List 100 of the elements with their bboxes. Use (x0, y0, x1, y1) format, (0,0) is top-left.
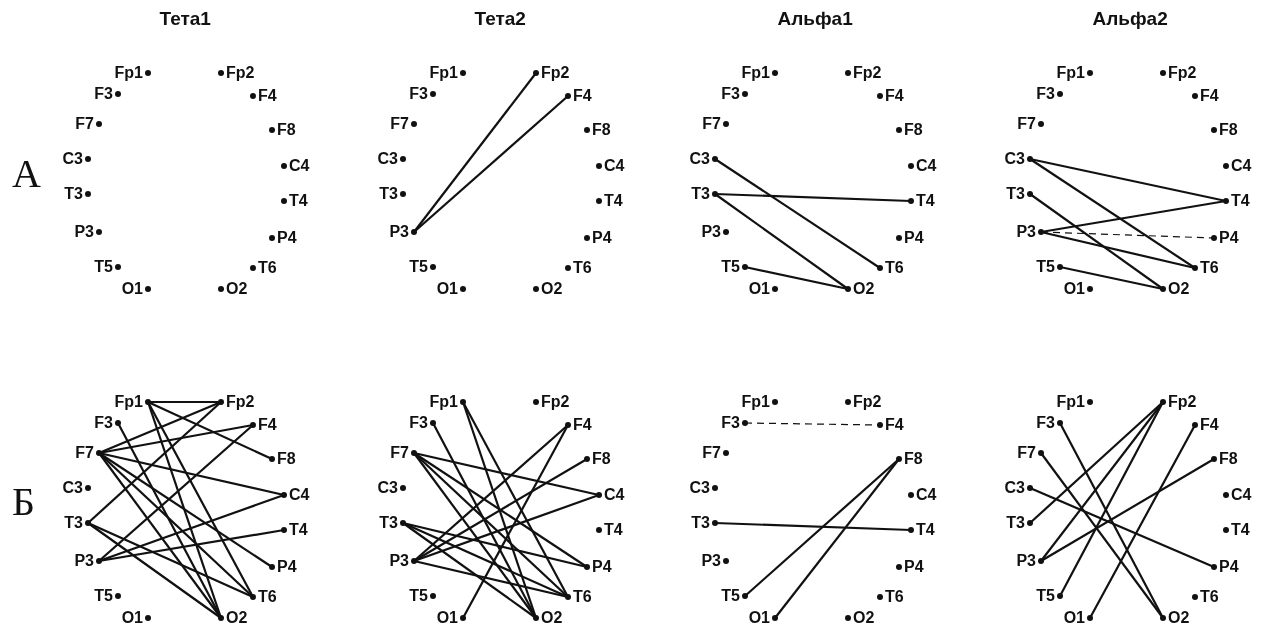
electrode-label: T3 (1006, 185, 1033, 203)
electrode-label: F3 (94, 414, 121, 432)
electrode-label: T3 (64, 514, 91, 532)
electrode-label: Fp2 (1160, 393, 1197, 411)
electrode-label: T5 (409, 587, 436, 605)
electrode-label: T5 (1036, 258, 1063, 276)
electrode-label: C3 (689, 150, 718, 168)
electrode-label: T4 (596, 192, 623, 210)
electrode-label: C4 (596, 157, 625, 175)
electrode-label: F4 (877, 416, 904, 434)
electrode-label: F7 (702, 444, 729, 462)
electrode-label: T3 (379, 185, 406, 203)
electrode-label: Fp2 (845, 64, 882, 82)
electrode-label: F8 (896, 450, 923, 468)
electrode-label: F7 (390, 444, 417, 462)
electrode-label: F3 (721, 85, 748, 103)
connection-line (98, 424, 254, 562)
electrode-label: C4 (908, 157, 937, 175)
electrode-label: F3 (1036, 85, 1063, 103)
electrode-label: P4 (269, 229, 297, 247)
electrode-label: Fp2 (218, 64, 255, 82)
electrode-label: F8 (584, 121, 611, 139)
electrode-label: T5 (94, 258, 121, 276)
electrode-label: T4 (281, 192, 308, 210)
electrode-label: O1 (1063, 609, 1093, 627)
electrode-label: T6 (565, 588, 592, 606)
electrode-label: F8 (584, 450, 611, 468)
electrode-label: F3 (409, 85, 436, 103)
electrode-label: O1 (436, 280, 466, 298)
electrode-label: T4 (1223, 521, 1250, 539)
electrode-label: T5 (94, 587, 121, 605)
electrode-label: Fp1 (1056, 64, 1093, 82)
electrode-label: F7 (75, 115, 102, 133)
electrode-label: C3 (377, 479, 406, 497)
electrode-label: T5 (721, 258, 748, 276)
electrode-label: T6 (250, 259, 277, 277)
electrode-label: F7 (702, 115, 729, 133)
electrode-label: C3 (62, 150, 91, 168)
electrode-label: F8 (1211, 450, 1238, 468)
electrode-label: P3 (1016, 552, 1044, 570)
electrode-label: T6 (565, 259, 592, 277)
electrode-label: C3 (1004, 479, 1033, 497)
electrode-label: T4 (908, 521, 935, 539)
electrode-label: O2 (1160, 609, 1190, 627)
electrode-label: F3 (721, 414, 748, 432)
electrode-label: O1 (748, 280, 778, 298)
connection-line (413, 95, 569, 233)
electrode-label: C3 (377, 150, 406, 168)
electrode-label: T4 (908, 192, 935, 210)
electrode-label: Fp1 (1056, 393, 1093, 411)
electrode-label: F4 (250, 87, 277, 105)
electrode-label: O1 (436, 609, 466, 627)
electrode-label: P3 (701, 223, 729, 241)
electrode-label: T3 (691, 514, 718, 532)
electrode-label: F3 (409, 414, 436, 432)
electrode-label: P4 (584, 558, 612, 576)
electrode-label: F4 (250, 416, 277, 434)
electrode-label: F4 (877, 87, 904, 105)
electrode-label: F8 (269, 450, 296, 468)
column-title: Тета2 (474, 8, 526, 30)
electrode-label: Fp2 (533, 393, 570, 411)
electrode-label: Fp1 (114, 393, 151, 411)
electrode-label: P3 (389, 223, 417, 241)
electrode-label: T3 (691, 185, 718, 203)
electrode-label: O2 (845, 609, 875, 627)
electrode-label: T6 (250, 588, 277, 606)
electrode-label: T3 (1006, 514, 1033, 532)
electrode-label: C4 (596, 486, 625, 504)
electrode-label: T6 (1192, 588, 1219, 606)
electrode-label: O2 (218, 609, 248, 627)
electrode-label: C4 (281, 486, 310, 504)
electrode-label: F7 (1017, 115, 1044, 133)
electrode-label: C3 (62, 479, 91, 497)
electrode-label: Fp2 (1160, 64, 1197, 82)
electrode-label: F7 (75, 444, 102, 462)
electrode-label: F7 (390, 115, 417, 133)
electrode-label: T6 (877, 588, 904, 606)
electrode-label: F3 (1036, 414, 1063, 432)
electrode-label: P4 (1211, 558, 1239, 576)
electrode-label: P4 (896, 558, 924, 576)
electrode-label: Fp1 (429, 393, 466, 411)
electrode-label: P4 (584, 229, 612, 247)
electrode-label: O2 (845, 280, 875, 298)
electrode-label: F8 (896, 121, 923, 139)
electrode-label: O2 (1160, 280, 1190, 298)
electrode-label: T5 (1036, 587, 1063, 605)
electrode-label: T4 (281, 521, 308, 539)
electrode-label: F8 (269, 121, 296, 139)
electrode-label: F4 (1192, 87, 1219, 105)
electrode-label: C4 (1223, 157, 1252, 175)
electrode-label: T5 (409, 258, 436, 276)
electrode-label: O2 (218, 280, 248, 298)
column-title: Тета1 (159, 8, 211, 30)
electrode-label: Fp2 (218, 393, 255, 411)
electrode-label: F3 (94, 85, 121, 103)
electrode-label: T6 (1192, 259, 1219, 277)
electrode-label: C4 (281, 157, 310, 175)
electrode-label: Fp2 (845, 393, 882, 411)
electrode-label: P4 (1211, 229, 1239, 247)
electrode-label: P3 (1016, 223, 1044, 241)
